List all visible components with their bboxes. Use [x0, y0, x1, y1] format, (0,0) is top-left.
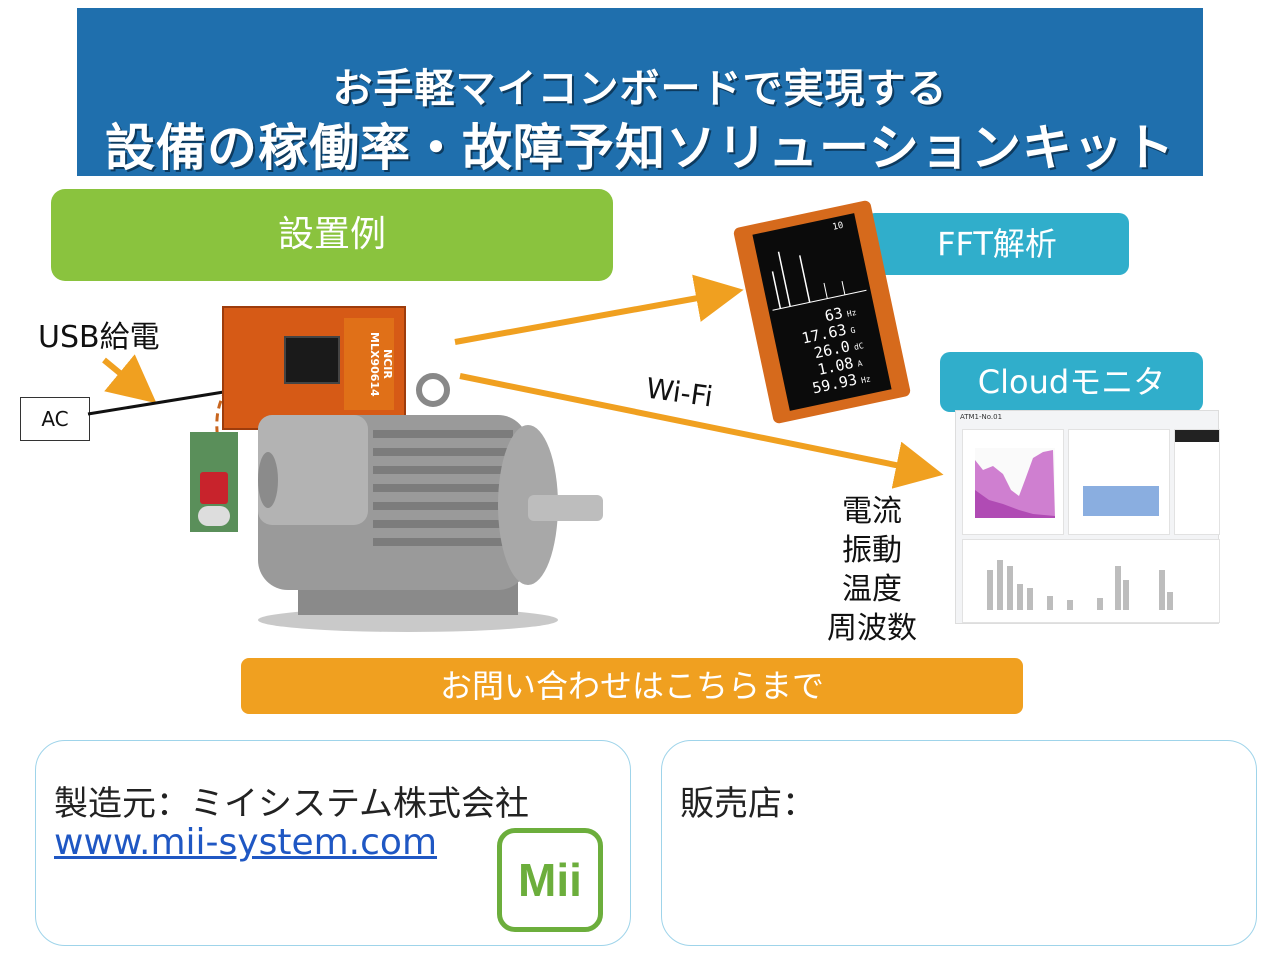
ac-cable [87, 388, 237, 416]
cloud-monitor-label: Cloudモニタ [940, 352, 1203, 412]
sensor-device-image: NCIR MLX90614 [222, 306, 406, 430]
dashboard-card-4 [962, 539, 1220, 623]
dashboard-card-3 [1174, 429, 1220, 535]
fft-label: FFT解析 [865, 213, 1129, 275]
sensor-model-text: MLX90614 [368, 331, 381, 397]
mii-logo: Mii [497, 828, 603, 932]
maker-text: 製造元：ミイシステム株式会社 [54, 784, 529, 824]
sensor-screen [284, 336, 340, 384]
cloud-dashboard-image: ATM1-No.01 [955, 410, 1220, 624]
sensor-model-plate: NCIR MLX90614 [344, 318, 394, 410]
sensor-brand-text: NCIR [381, 349, 394, 379]
fft-corner-label: 10 [832, 221, 845, 233]
motor-image [258, 373, 603, 632]
fft-reading-unit: A [857, 359, 864, 369]
title-line-2: 設備の稼働率・故障予知ソリューションキット [105, 119, 1175, 177]
title-banner: お手軽マイコンボードで実現する 設備の稼働率・故障予知ソリューションキット [77, 8, 1203, 177]
fft-arrow [454, 274, 744, 345]
usb-power-label: USB給電 [38, 320, 160, 355]
current-clamp-image [190, 432, 238, 532]
fft-reading-unit: Hz [846, 308, 857, 319]
wifi-arrow [459, 373, 944, 489]
install-example-label: 設置例 [51, 189, 613, 281]
measurement-frequency: 周波数 [827, 611, 917, 646]
measurement-temperature: 温度 [842, 572, 902, 607]
fft-reading-unit: dC [853, 341, 864, 352]
ac-box: AC [20, 397, 90, 441]
usb-arrow [102, 354, 157, 404]
dealer-text: 販売店： [680, 784, 816, 824]
dashboard-card-1 [962, 429, 1064, 535]
clamp-body [200, 472, 228, 504]
measurement-list: 電流 振動 温度 周波数 [822, 492, 922, 648]
clamp-jaw [198, 506, 230, 526]
measurement-current: 電流 [842, 494, 902, 529]
dashboard-card-2 [1068, 429, 1170, 535]
dashboard-title: ATM1-No.01 [960, 413, 1003, 421]
mii-logo-text: Mii [518, 854, 582, 906]
measurement-vibration: 振動 [842, 533, 902, 568]
title-line-1: お手軽マイコンボードで実現する [332, 66, 948, 112]
contact-bar: お問い合わせはこちらまで [241, 658, 1023, 714]
fft-reading-value: 63 [823, 304, 844, 325]
dealer-panel [661, 740, 1257, 946]
maker-url-link[interactable]: www.mii-system.com [54, 822, 438, 863]
fft-reading-unit: Hz [860, 374, 871, 385]
fft-reading-unit: G [850, 326, 857, 336]
